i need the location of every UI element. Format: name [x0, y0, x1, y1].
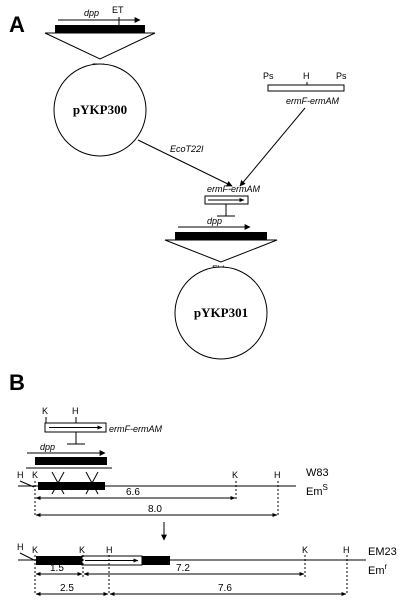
b-dpp-label: dpp: [40, 442, 55, 452]
em23-dist-2: 7.2: [176, 563, 190, 574]
w83-k-left: K: [32, 470, 38, 480]
enzyme-name: EcoT22I: [170, 144, 204, 154]
cassette-h: H: [303, 71, 310, 81]
arrow-from-cassette: [239, 107, 306, 187]
erm-cassette: Ps H Ps ermF-ermAM: [263, 71, 347, 106]
b-cassette-label: ermF-ermAM: [109, 424, 162, 434]
w83-k-right: K: [232, 470, 238, 480]
dpp-gene-label-2: dpp: [207, 216, 222, 226]
cassette-label-2: ermF-ermAM: [207, 184, 260, 194]
w83-dist-kh: 8.0: [148, 504, 162, 515]
w83-strain: W83: [306, 467, 329, 479]
b-insert: K H ermF-ermAM dpp: [26, 406, 162, 469]
dpp-gene-label: dpp: [84, 8, 99, 18]
em23-dist-3: 2.5: [60, 583, 74, 594]
dpp-insert-bottom: dpp: [164, 216, 278, 263]
em23-pheno-base: Em: [368, 565, 385, 577]
et-site-label: ET: [112, 5, 124, 15]
w83-map: H K K H 6.6 8.0 W83 EmS: [17, 467, 329, 517]
w83-h-left: H: [17, 470, 24, 480]
cassette-ps-left: Ps: [263, 71, 274, 81]
enzyme-label: EcoT22I: [170, 144, 204, 154]
em23-map: H K K H K H 1.5 7.2 2.5 7.6 EM23 Emr: [17, 542, 397, 596]
w83-h-right: H: [274, 470, 281, 480]
em23-dist-1: 1.5: [50, 563, 64, 574]
plasmid-pykp300-label: pYKP300: [73, 102, 127, 117]
plasmid-pykp301-label: pYKP301: [194, 305, 248, 320]
em23-k-2: K: [79, 545, 85, 555]
em23-phenotype: Emr: [368, 562, 388, 577]
w83-phenotype: EmS: [306, 483, 328, 498]
em23-h-2: H: [106, 545, 113, 555]
plasmid-pykp300: [53, 63, 147, 157]
panel-b-label: B: [9, 370, 25, 395]
dpp-insert-top: dpp ET: [44, 5, 156, 60]
cassette-label: ermF-ermAM: [286, 96, 339, 106]
em23-k-1: K: [32, 545, 38, 555]
em23-k-3: K: [302, 545, 308, 555]
w83-pheno-sup: S: [323, 483, 328, 492]
em23-h-left: H: [17, 542, 24, 552]
w83-dist-kk: 6.6: [126, 487, 140, 498]
panel-a-label: A: [9, 12, 25, 37]
cassette-ps-right: Ps: [336, 71, 347, 81]
em23-dist-4: 7.6: [218, 583, 232, 594]
arrow-from-plasmid: [137, 139, 233, 187]
cassette-insert: [204, 195, 249, 217]
em23-strain: EM23: [368, 546, 397, 558]
w83-pheno-base: Em: [306, 486, 323, 498]
b-site-k-1: K: [42, 406, 48, 416]
plasmid-pykp301: [174, 266, 268, 360]
em23-pheno-sup: r: [385, 562, 388, 571]
b-site-h-1: H: [72, 406, 79, 416]
em23-h-3: H: [343, 545, 350, 555]
